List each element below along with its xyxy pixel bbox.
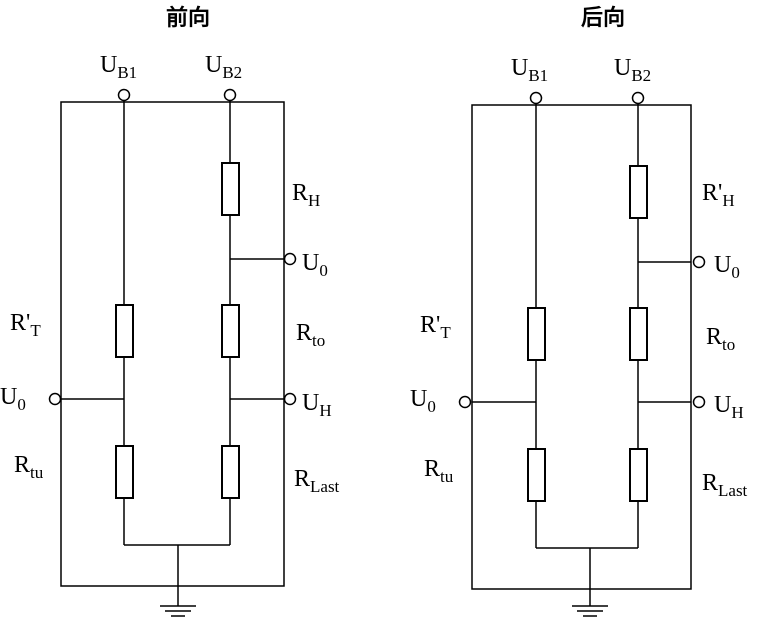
backward-label-rh: R'H (702, 180, 735, 210)
forward-label-ub2: UB2 (205, 52, 242, 82)
forward-label-u0-left: U0 (0, 384, 26, 414)
backward-label-rtu: Rtu (424, 456, 454, 486)
backward-resistor-rto (629, 307, 648, 361)
forward-resistor-rlast (221, 445, 240, 499)
backward-label-rlast: RLast (702, 470, 748, 500)
backward-title: 后向 (581, 5, 625, 31)
backward-label-ub1: UB1 (511, 55, 548, 85)
forward-enclosure (60, 101, 285, 587)
forward-terminal-u0-right (283, 252, 297, 266)
forward-resistor-rh (221, 162, 240, 216)
backward-label-ub2: UB2 (614, 55, 651, 85)
forward-label-rto: Rto (296, 320, 325, 350)
backward-terminal-u0-right (692, 255, 706, 269)
backward-label-rto: Rto (706, 324, 735, 354)
forward-label-rlast: RLast (294, 466, 340, 496)
backward-enclosure (471, 104, 692, 590)
forward-label-rtu: Rtu (14, 452, 44, 482)
forward-terminal-ub1 (117, 88, 131, 102)
backward-label-rt: R'T (420, 312, 451, 342)
forward-terminal-uh (283, 392, 297, 406)
backward-terminal-ub2 (631, 91, 645, 105)
forward-resistor-rto (221, 304, 240, 358)
forward-title: 前向 (166, 5, 210, 31)
forward-label-rt: R'T (10, 310, 41, 340)
forward-label-rh: RH (292, 180, 320, 210)
forward-label-u0-right: U0 (302, 250, 328, 280)
backward-resistor-rh (629, 165, 648, 219)
forward-ground-icon (160, 605, 196, 617)
forward-resistor-rtu (115, 445, 134, 499)
forward-terminal-u0-left (48, 392, 62, 406)
forward-resistor-rt (115, 304, 134, 358)
backward-terminal-uh (692, 395, 706, 409)
backward-circuit: 后向 UB1 UB2 R'H U0 Rto UH (410, 5, 748, 617)
backward-label-uh: UH (714, 392, 744, 422)
backward-terminal-u0-left (458, 395, 472, 409)
backward-ground-icon (572, 605, 608, 617)
backward-terminal-ub1 (529, 91, 543, 105)
backward-resistor-rtu (527, 448, 546, 502)
backward-resistor-rt (527, 307, 546, 361)
backward-label-u0-left: U0 (410, 386, 436, 416)
forward-terminal-ub2 (223, 88, 237, 102)
forward-label-ub1: UB1 (100, 52, 137, 82)
forward-circuit: 前向 UB1 UB2 RH U0 Rto UH (0, 5, 340, 617)
forward-label-uh: UH (302, 390, 332, 420)
backward-resistor-rlast (629, 448, 648, 502)
backward-label-u0-right: U0 (714, 252, 740, 282)
